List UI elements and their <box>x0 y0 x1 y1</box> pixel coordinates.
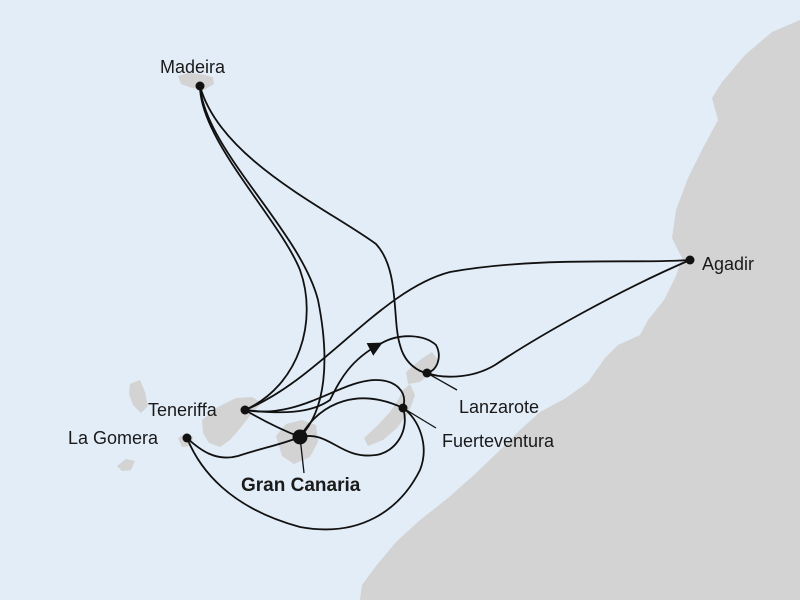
port-label-teneriffa: Teneriffa <box>148 400 218 420</box>
route-teneriffa-agadir <box>244 259 691 411</box>
route-lines <box>186 85 691 531</box>
lanzarote-island <box>406 352 438 384</box>
leader-lanzarote <box>426 372 458 391</box>
route-gran-canaria-fuerteventura-south <box>299 407 406 457</box>
route-lanzarote-loop <box>379 335 440 374</box>
fuerteventura-island <box>364 384 415 446</box>
route-gomera-gran-canaria <box>186 436 301 459</box>
route-teneriffa-fuerteventura <box>244 379 405 413</box>
route-madeira-teneriffa <box>199 85 308 411</box>
route-gran-canaria-fuerteventura <box>299 397 404 438</box>
port-marker-la-gomera[interactable] <box>182 433 192 443</box>
la-palma-island <box>129 380 148 413</box>
port-marker-gran-canaria[interactable] <box>292 429 308 445</box>
port-label-lanzarote: Lanzarote <box>459 397 539 417</box>
port-label-gran-canaria: Gran Canaria <box>241 475 361 496</box>
el-hierro-island <box>117 459 135 471</box>
port-label-madeira: Madeira <box>160 57 226 77</box>
route-teneriffa-lanzarote-arrow <box>244 342 383 414</box>
port-marker-lanzarote[interactable] <box>422 368 432 378</box>
route-gomera-fuerteventura <box>186 407 425 531</box>
port-label-la-gomera: La Gomera <box>68 428 159 448</box>
leader-fuerteventura <box>402 407 437 429</box>
route-madeira-gran-canaria <box>199 85 326 438</box>
port-marker-agadir[interactable] <box>685 255 695 265</box>
african-coast <box>360 20 800 600</box>
port-marker-fuerteventura[interactable] <box>398 403 408 413</box>
port-label-agadir: Agadir <box>702 254 754 274</box>
port-label-fuerteventura: Fuerteventura <box>442 431 555 451</box>
route-madeira-lanzarote <box>199 85 428 374</box>
route-agadir-lanzarote <box>426 259 691 378</box>
madeira-island <box>178 73 214 90</box>
port-marker-madeira[interactable] <box>195 81 205 91</box>
port-marker-teneriffa[interactable] <box>240 405 250 415</box>
